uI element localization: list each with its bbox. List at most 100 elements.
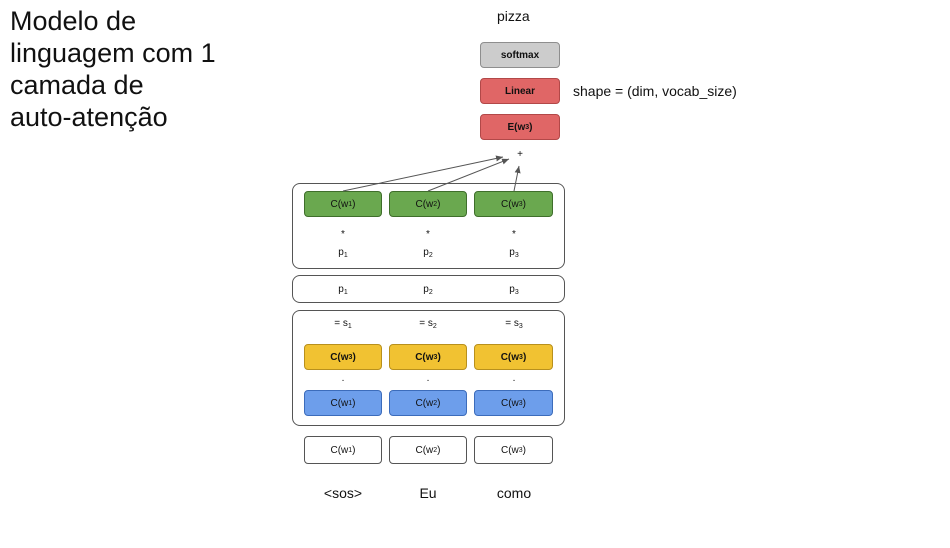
c-index: 3 xyxy=(519,353,523,361)
c-prefix: C(w xyxy=(415,351,434,363)
equals-s: = s xyxy=(505,318,519,329)
p-prefix: p xyxy=(423,284,429,295)
probability-label: p3 xyxy=(509,284,518,296)
p-index: 2 xyxy=(428,289,433,296)
c-index: 2 xyxy=(433,200,438,208)
s-index: 1 xyxy=(347,323,352,330)
weighted-values-group xyxy=(292,183,565,269)
s-index: 3 xyxy=(518,323,523,330)
arrow-value-3-to-sum xyxy=(513,165,521,192)
p-index: 2 xyxy=(428,252,433,259)
c-index: 3 xyxy=(518,200,523,208)
c-prefix: C(w xyxy=(415,444,434,456)
c-suffix: ) xyxy=(437,351,441,363)
c-suffix: ) xyxy=(352,198,356,210)
p-prefix: p xyxy=(423,247,429,258)
weight-label: p2 xyxy=(423,247,432,259)
score-label: = s3 xyxy=(505,318,523,330)
embedding-output-suffix: ) xyxy=(529,121,533,133)
title-line: auto-atenção xyxy=(10,102,168,132)
c-prefix: C(w xyxy=(500,198,519,210)
c-suffix: ) xyxy=(352,351,356,363)
c-suffix: ) xyxy=(352,444,356,456)
probability-label: p2 xyxy=(423,284,432,296)
output-word: pizza xyxy=(497,8,530,24)
s-index: 2 xyxy=(432,323,437,330)
multiply-sign: * xyxy=(512,229,516,240)
c-index: 2 xyxy=(433,446,438,454)
multiply-sign: * xyxy=(426,229,430,240)
c-index: 1 xyxy=(348,446,353,454)
p-index: 1 xyxy=(343,289,348,296)
p-prefix: p xyxy=(509,284,515,295)
c-index: 3 xyxy=(348,353,353,361)
sum-sign: + xyxy=(517,149,523,160)
c-suffix: ) xyxy=(437,444,441,456)
c-index: 3 xyxy=(433,353,438,361)
dot-sign: . xyxy=(341,373,345,384)
p-prefix: p xyxy=(338,284,344,295)
diagram-title: Modelo de linguagem com 1 camada de auto… xyxy=(10,5,216,133)
c-index: 3 xyxy=(518,399,523,407)
arrow-value-1-to-sum xyxy=(342,155,504,192)
c-prefix: C(w xyxy=(330,351,349,363)
c-prefix: C(w xyxy=(500,351,520,363)
c-prefix: C(w xyxy=(330,444,349,456)
p-index: 3 xyxy=(514,289,519,296)
shape-annotation: shape = (dim, vocab_size) xyxy=(573,83,737,99)
c-index: 3 xyxy=(518,446,523,454)
score-label: = s2 xyxy=(419,318,437,330)
c-suffix: ) xyxy=(437,198,441,210)
embedding-output-sub: 3 xyxy=(525,123,530,131)
weight-label: p1 xyxy=(338,247,347,259)
weight-label: p3 xyxy=(509,247,518,259)
linear-box: Linear xyxy=(480,78,560,104)
probabilities-row xyxy=(292,275,565,303)
arrow-value-2-to-sum xyxy=(427,158,510,192)
title-line: Modelo de xyxy=(10,6,137,36)
c-suffix: ) xyxy=(522,397,527,409)
input-word: Eu xyxy=(419,485,437,501)
multiply-sign: * xyxy=(341,229,345,240)
equals-s: = s xyxy=(334,318,348,329)
c-suffix: ) xyxy=(522,351,527,363)
c-prefix: C(w xyxy=(500,397,519,409)
p-prefix: p xyxy=(509,247,515,258)
title-line: camada de xyxy=(10,70,144,100)
score-label: = s1 xyxy=(334,318,352,330)
c-index: 2 xyxy=(433,399,438,407)
c-prefix: C(w xyxy=(330,198,349,210)
c-prefix: C(w xyxy=(330,397,349,409)
p-index: 1 xyxy=(343,252,348,259)
input-word: <sos> xyxy=(323,485,363,501)
c-suffix: ) xyxy=(522,444,527,456)
c-prefix: C(w xyxy=(415,198,434,210)
equals-s: = s xyxy=(419,318,433,329)
probability-label: p1 xyxy=(338,284,347,296)
c-prefix: C(w xyxy=(500,444,519,456)
p-prefix: p xyxy=(338,247,344,258)
c-suffix: ) xyxy=(352,397,356,409)
dot-sign: . xyxy=(426,373,430,384)
c-suffix: ) xyxy=(437,397,441,409)
dot-sign: . xyxy=(512,373,516,384)
softmax-box: softmax xyxy=(480,42,560,68)
scores-group xyxy=(292,310,565,426)
embedding-output-prefix: E(w xyxy=(507,121,526,133)
input-word: como xyxy=(496,485,532,501)
c-suffix: ) xyxy=(522,198,527,210)
c-prefix: C(w xyxy=(415,397,434,409)
